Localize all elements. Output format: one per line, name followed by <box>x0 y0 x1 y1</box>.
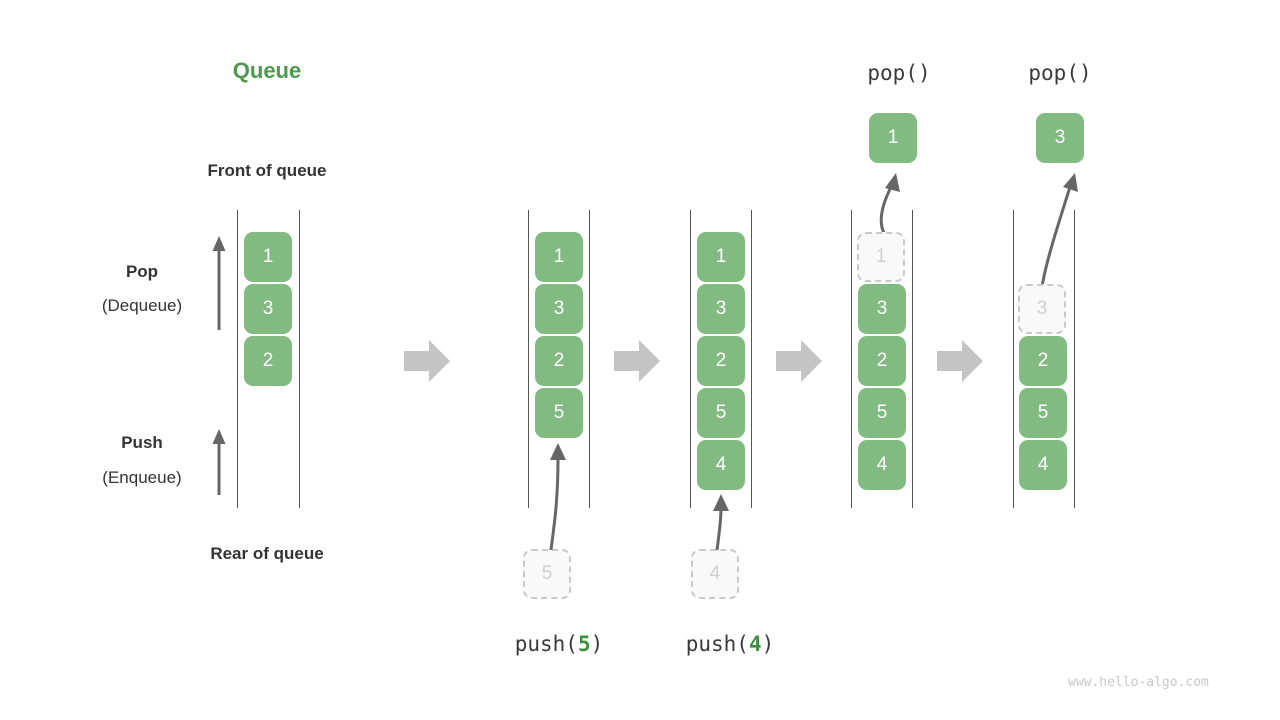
queue-cell: 3 <box>697 284 745 334</box>
incoming-element-ghost: 4 <box>691 549 739 599</box>
queue-cell: 4 <box>697 440 745 490</box>
queue-cell: 3 <box>858 284 906 334</box>
caption-prefix: push( <box>685 632 749 656</box>
page-title: Queue <box>232 58 302 83</box>
popped-element: 1 <box>869 113 917 163</box>
caption-number: 4 <box>748 632 762 656</box>
queue-cell-ghost: 3 <box>1018 284 1066 334</box>
queue-cell: 1 <box>697 232 745 282</box>
queue-cell: 2 <box>858 336 906 386</box>
transition-arrow-icon <box>614 340 660 382</box>
queue-cell: 5 <box>858 388 906 438</box>
caption-suffix: ) <box>590 632 604 656</box>
queue-cell: 1 <box>244 232 292 282</box>
caption-number: 5 <box>577 632 591 656</box>
queue-rail-left-push4 <box>690 210 691 508</box>
push4-caption: push(4) <box>650 632 810 656</box>
transition-arrow-icon <box>776 340 822 382</box>
pop-label: Pop <box>125 262 159 281</box>
pop-direction-arrow <box>212 236 226 330</box>
queue-rail-left-push5 <box>528 210 529 508</box>
queue-cell: 1 <box>535 232 583 282</box>
popped-element: 3 <box>1036 113 1084 163</box>
push-direction-arrow <box>212 429 226 495</box>
queue-rail-right-pop3 <box>1074 210 1075 508</box>
pop-motion-arrow <box>879 173 900 234</box>
queue-cell: 5 <box>1019 388 1067 438</box>
queue-cell: 2 <box>535 336 583 386</box>
queue-cell: 2 <box>244 336 292 386</box>
queue-cell: 4 <box>858 440 906 490</box>
incoming-element-ghost: 5 <box>523 549 571 599</box>
queue-cell: 5 <box>535 388 583 438</box>
push-motion-arrow <box>549 443 566 551</box>
push-sublabel: (Enqueue) <box>102 468 182 487</box>
caption-suffix: ) <box>761 632 775 656</box>
queue-cell: 3 <box>535 284 583 334</box>
rear-of-queue-label: Rear of queue <box>210 544 324 563</box>
queue-cell: 3 <box>244 284 292 334</box>
queue-cell: 4 <box>1019 440 1067 490</box>
queue-cell: 2 <box>1019 336 1067 386</box>
queue-rail-left-pop1 <box>851 210 852 508</box>
caption-prefix: push( <box>514 632 578 656</box>
pop1-caption: pop() <box>867 61 931 85</box>
queue-rail-right-pop1 <box>912 210 913 508</box>
transition-arrow-icon <box>404 340 450 382</box>
queue-rail-left-pop3 <box>1013 210 1014 508</box>
queue-cell-ghost: 1 <box>857 232 905 282</box>
pop-motion-arrow <box>1040 173 1078 288</box>
front-of-queue-label: Front of queue <box>207 161 327 180</box>
queue-cell: 2 <box>697 336 745 386</box>
queue-rail-right-push5 <box>589 210 590 508</box>
push-motion-arrow <box>713 494 729 551</box>
pop-sublabel: (Dequeue) <box>101 296 183 315</box>
queue-rail-right-initial <box>299 210 300 508</box>
watermark: www.hello-algo.com <box>1068 675 1209 690</box>
pop3-caption: pop() <box>1028 61 1092 85</box>
transition-arrow-icon <box>937 340 983 382</box>
queue-rail-left-initial <box>237 210 238 508</box>
push5-caption: push(5) <box>479 632 639 656</box>
push-label: Push <box>121 433 163 452</box>
queue-rail-right-push4 <box>751 210 752 508</box>
queue-cell: 5 <box>697 388 745 438</box>
